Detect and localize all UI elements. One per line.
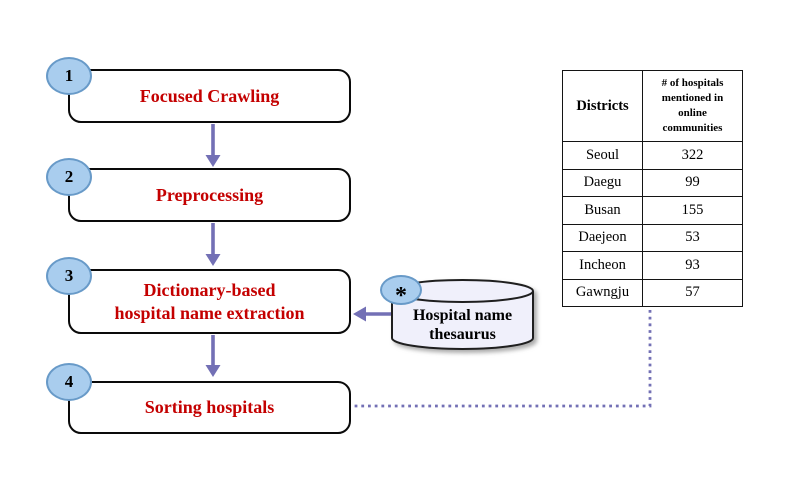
step-box-focused-crawling: Focused Crawling	[68, 69, 351, 123]
step-number-3: 3	[64, 266, 74, 285]
table-row: Busan 155	[562, 196, 743, 225]
district-cell: Incheon	[562, 251, 643, 280]
table-row: Gawngju 57	[562, 278, 743, 307]
count-cell: 57	[642, 278, 743, 307]
datastore-label: Hospital name thesaurus	[412, 306, 513, 343]
count-cell: 53	[642, 223, 743, 252]
step-number-badge-2: 2	[46, 158, 92, 196]
step-box-sorting-hospitals: Sorting hospitals	[68, 381, 351, 434]
districts-table: Districts # of hospitals mentioned in on…	[562, 70, 743, 307]
table-row: Daegu 99	[562, 168, 743, 197]
step-number-badge-3: 3	[46, 257, 92, 295]
arrow-step1-to-step2	[205, 124, 221, 167]
datastore-asterisk-badge: *	[380, 275, 422, 309]
step-number-2: 2	[64, 167, 74, 186]
district-cell: Daegu	[562, 168, 643, 197]
step-box-preprocessing: Preprocessing	[68, 168, 351, 222]
step-label-preprocessing: Preprocessing	[155, 184, 264, 205]
district-cell: Gawngju	[562, 278, 643, 307]
district-cell: Seoul	[562, 141, 643, 170]
step-label-dictionary-extraction: Dictionary-based hospital name extractio…	[114, 280, 305, 323]
step-number-4: 4	[64, 372, 74, 391]
district-cell: Daejeon	[562, 223, 643, 252]
count-cell: 322	[642, 141, 743, 170]
step-box-dictionary-extraction: Dictionary-based hospital name extractio…	[68, 269, 351, 334]
district-cell: Busan	[562, 196, 643, 225]
step-label-sorting-hospitals: Sorting hospitals	[144, 397, 275, 418]
table-header-row: Districts # of hospitals mentioned in on…	[562, 70, 743, 142]
step-number-1: 1	[64, 66, 74, 85]
table-row: Daejeon 53	[562, 223, 743, 252]
datastore-asterisk: *	[395, 282, 407, 309]
step-number-badge-1: 1	[46, 57, 92, 95]
table-row: Incheon 93	[562, 251, 743, 280]
column-header-hospital-count: # of hospitals mentioned in online commu…	[642, 70, 743, 142]
arrow-step3-to-step4	[205, 335, 221, 377]
count-cell: 99	[642, 168, 743, 197]
count-cell: 155	[642, 196, 743, 225]
step-label-focused-crawling: Focused Crawling	[139, 85, 280, 106]
step-number-badge-4: 4	[46, 363, 92, 401]
count-cell: 93	[642, 251, 743, 280]
column-header-districts: Districts	[562, 70, 643, 142]
table-row: Seoul 322	[562, 141, 743, 170]
arrow-step2-to-step3	[205, 223, 221, 266]
